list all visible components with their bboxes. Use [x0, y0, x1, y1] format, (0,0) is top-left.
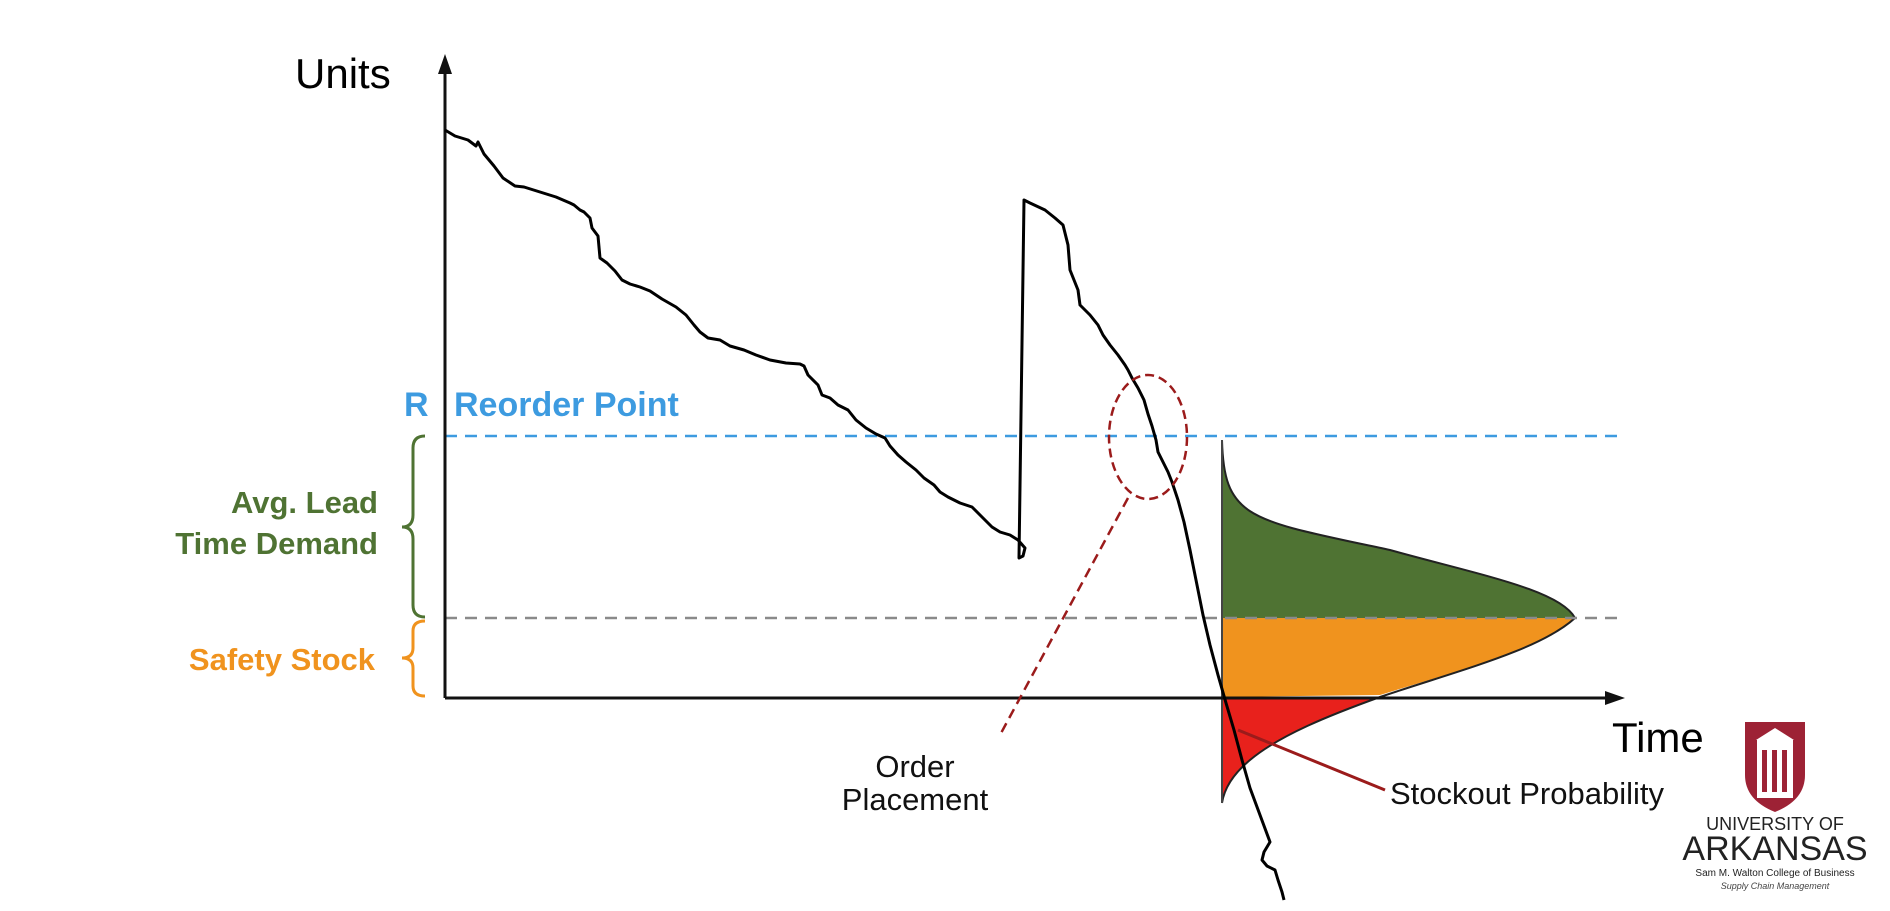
safety-stock-area [1222, 618, 1575, 697]
y-axis-arrow [438, 54, 452, 74]
logo-line4: Supply Chain Management [1721, 881, 1830, 891]
stockout-area [1222, 697, 1380, 803]
inventory-level-line [444, 128, 1286, 901]
x-axis-arrow [1605, 691, 1625, 705]
logo-building-roof [1756, 728, 1794, 740]
logo-building-window [1772, 750, 1777, 792]
logo-building-window [1762, 750, 1767, 792]
lead-time-label-line1: Avg. Lead [231, 485, 378, 520]
safety-stock-brace [401, 619, 426, 698]
distribution-outline [1221, 439, 1577, 804]
demand-distribution [1221, 439, 1577, 804]
axes [438, 54, 1625, 705]
order-placement-circle [1107, 373, 1189, 501]
logo-line3: Sam M. Walton College of Business [1695, 868, 1854, 879]
reorder-point-label: Reorder Point [454, 386, 679, 424]
logo-building-window [1782, 750, 1787, 792]
university-logo: UNIVERSITY OF ARKANSAS Sam M. Walton Col… [1682, 722, 1868, 891]
lead-time-demand-brace [401, 434, 426, 619]
lead-time-label-line2: Time Demand [175, 526, 378, 561]
logo-line1: UNIVERSITY OF [1706, 814, 1844, 834]
stockout-probability-label: Stockout Probability [1390, 776, 1664, 811]
lead-time-demand-area [1222, 440, 1575, 618]
y-axis-label: Units [295, 50, 391, 97]
reorder-symbol: R [404, 386, 429, 424]
safety-stock-label: Safety Stock [189, 642, 376, 677]
stockout-pointer [1237, 728, 1386, 792]
order-label-line1: Order [875, 749, 954, 784]
x-axis-label: Time [1612, 714, 1704, 761]
order-label-line2: Placement [842, 782, 989, 817]
order-placement-marker [998, 373, 1189, 736]
order-placement-pointer [998, 497, 1130, 736]
logo-line2: ARKANSAS [1682, 830, 1867, 868]
